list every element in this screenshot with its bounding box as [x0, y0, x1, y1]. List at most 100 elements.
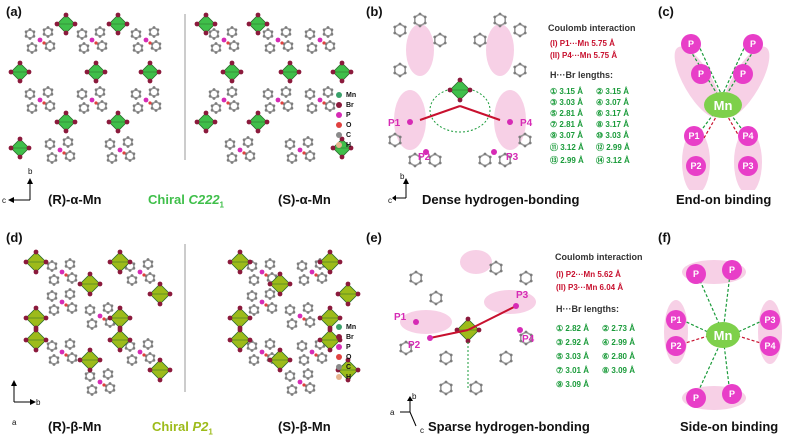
panel-label-b: (b)	[366, 4, 383, 19]
hbr-length-item: ⑧ 3.09 Å	[602, 366, 635, 375]
p-label: P1	[388, 118, 401, 129]
legend-item-mn: Mn	[336, 90, 356, 100]
hbr-title-b: H···Br lengths:	[550, 70, 613, 80]
legend-item-br: Br	[336, 100, 356, 110]
caption-dense: Dense hydrogen-bonding	[422, 192, 580, 207]
p1-atom: P1	[666, 310, 686, 330]
mnbr4-tetrahedron	[447, 77, 473, 103]
hbr-length-item: ② 3.15 Å	[596, 87, 629, 96]
legend-label: Mn	[346, 91, 357, 99]
caption-side-on: Side-on binding	[680, 419, 779, 434]
p-label: P2	[408, 340, 421, 351]
mnbr4-tetrahedron	[8, 60, 32, 84]
coulomb-2-b: (II) P4···Mn 5.75 Å	[550, 51, 618, 60]
p-atom: P	[733, 64, 753, 84]
hbr-length-item: ② 2.73 Å	[602, 324, 635, 333]
legend-swatch	[336, 92, 342, 98]
p-atom: P	[686, 264, 706, 284]
beta-packing-diagram	[11, 244, 361, 405]
hbr-length-item: ① 3.15 Å	[550, 87, 583, 96]
p4-atom: P4	[760, 336, 780, 356]
p-label: P2	[418, 152, 431, 163]
mn-center: Mn	[706, 322, 740, 348]
axis-indicator-a	[8, 178, 33, 203]
hbr-length-item: ⑭ 3.12 Å	[596, 156, 630, 165]
mnbr4-tetrahedron	[267, 271, 293, 297]
legend-swatch	[336, 142, 342, 148]
mnbr4-tetrahedron	[107, 249, 133, 275]
mnbr4-tetrahedron	[77, 347, 103, 373]
axis-c-label: c	[2, 196, 6, 205]
mnbr4-tetrahedron	[54, 12, 78, 36]
hbr-length-item: ⑪ 3.12 Å	[550, 143, 584, 152]
mnbr4-tetrahedron	[335, 281, 361, 307]
hbr-length-item: ④ 2.99 Å	[602, 338, 635, 347]
mnbr4-tetrahedron	[227, 249, 253, 275]
legend-label: O	[346, 353, 352, 361]
p-label: P3	[516, 290, 529, 301]
coulomb-1-e: (I) P2···Mn 5.62 Å	[556, 270, 621, 279]
caption-chiral-p21: Chiral P21	[152, 419, 213, 437]
p-label: P4	[520, 118, 533, 129]
caption-end-on: End-on binding	[676, 192, 772, 207]
hbr-length-item: ⑫ 2.99 Å	[596, 143, 630, 152]
legend-item-h: H	[336, 140, 356, 150]
side-on-schematic: P P P1 P2 Mn P3 P4 P P	[658, 246, 787, 416]
hbr-length-item: ① 2.82 Å	[556, 324, 589, 333]
legend-item-br: Br	[336, 332, 356, 342]
mnbr4-tetrahedron	[330, 60, 354, 84]
axis-b-label-b: b	[400, 172, 405, 181]
hbr-length-item: ⑨ 3.07 Å	[550, 131, 583, 140]
axis-b-label-e: b	[412, 392, 417, 401]
p-atom: P	[722, 260, 742, 280]
p-atom: P	[681, 34, 701, 54]
caption-s-alpha: (S)-α-Mn	[278, 192, 331, 207]
hbr-length-item: ⑨ 3.09 Å	[556, 380, 589, 389]
legend-item-mn: Mn	[336, 322, 356, 332]
axis-a-label-d: a	[12, 418, 17, 427]
p3-atom: P3	[738, 156, 758, 176]
caption-chiral-c2221: Chiral C2221	[148, 192, 224, 210]
p2-atom: P2	[686, 156, 706, 176]
legend-swatch	[336, 132, 342, 138]
mnbr4-tetrahedron	[147, 281, 173, 307]
axis-indicator-e	[400, 396, 417, 427]
mnbr4-tetrahedron	[246, 110, 270, 134]
axis-b-label: b	[28, 167, 33, 176]
legend-label: H	[346, 141, 352, 149]
hbr-length-item: ⑬ 2.99 Å	[550, 156, 584, 165]
mnbr4-tetrahedron	[77, 271, 103, 297]
panel-label-c: (c)	[658, 4, 674, 19]
legend-label: H	[346, 373, 352, 381]
hbr-length-item: ⑥ 3.17 Å	[596, 109, 629, 118]
p4-atom: P4	[738, 126, 758, 146]
panel-label-e: (e)	[366, 230, 382, 245]
mnbr4-tetrahedron	[23, 305, 49, 331]
hbr-length-item: ⑩ 3.03 Å	[596, 131, 629, 140]
p2-atom: P2	[666, 336, 686, 356]
legend-label: P	[346, 343, 351, 351]
legend-item-p: P	[336, 342, 356, 352]
axis-a-label-e: a	[390, 408, 395, 417]
legend-swatch	[336, 324, 342, 330]
legend-label: P	[346, 111, 351, 119]
mnbr4-tetrahedron	[147, 357, 173, 383]
mnbr4-tetrahedron	[8, 136, 32, 160]
mnbr4-tetrahedron	[84, 60, 108, 84]
legend-item-h: H	[336, 372, 356, 382]
mnbr4-tetrahedron	[194, 110, 218, 134]
coulomb-2-e: (II) P3···Mn 6.04 Å	[556, 283, 624, 292]
caption-s-beta: (S)-β-Mn	[278, 419, 331, 434]
legend-swatch	[336, 122, 342, 128]
hbr-title-e: H···Br lengths:	[556, 304, 619, 314]
hbr-length-item: ⑤ 3.03 Å	[556, 352, 589, 361]
mnbr4-tetrahedron	[106, 12, 130, 36]
mnbr4-tetrahedron	[278, 60, 302, 84]
legend-item-o: O	[336, 120, 356, 130]
legend-item-c: C	[336, 362, 356, 372]
hbr-length-item: ⑥ 2.80 Å	[602, 352, 635, 361]
